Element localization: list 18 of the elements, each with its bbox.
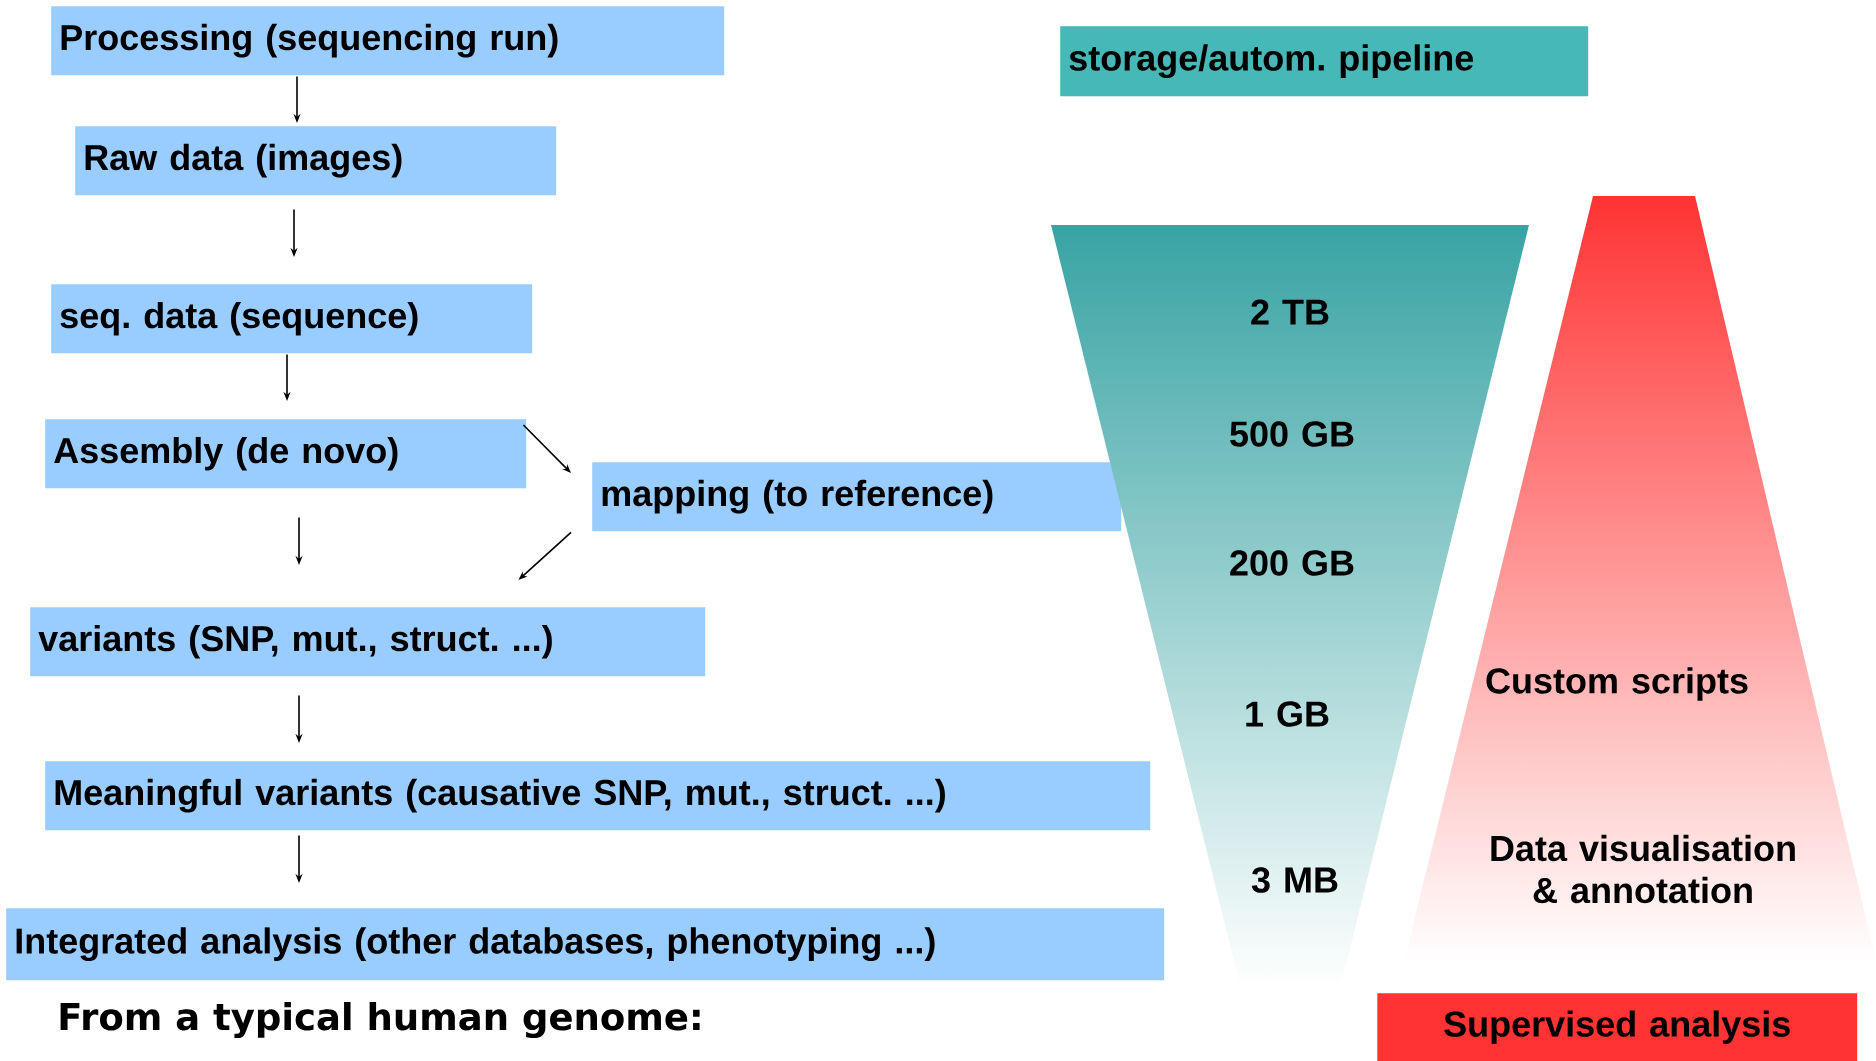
process-box: Processing (sequencing run) xyxy=(51,6,725,76)
process-box: variants (SNP, mut., struct. ...) xyxy=(30,607,706,677)
size-label: 3 MB xyxy=(1251,867,1338,893)
process-box: seq. data (sequence) xyxy=(51,284,533,354)
size-label: 2 TB xyxy=(1251,299,1329,325)
process-box: Raw data (images) xyxy=(75,126,557,196)
process-box: storage/autom. pipeline xyxy=(1060,26,1589,97)
size-label: 200 GB xyxy=(1230,550,1354,576)
process-box: Assembly (de novo) xyxy=(45,419,527,489)
arrow xyxy=(522,424,571,473)
label-box: Supervised analysis xyxy=(1377,993,1858,1061)
step-label: Custom scripts xyxy=(1486,667,1748,701)
step-label: Data visualisation & annotation xyxy=(1491,834,1795,904)
process-box: Integrated analysis (other databases, phenotyping ...) xyxy=(6,908,1165,981)
size-label: 1 GB xyxy=(1246,701,1329,727)
size-label: 500 GB xyxy=(1230,421,1354,447)
process-box: Meaningful variants (causative SNP, mut., struct. ...) xyxy=(45,761,1151,831)
process-box: mapping (to reference) xyxy=(592,462,1122,532)
